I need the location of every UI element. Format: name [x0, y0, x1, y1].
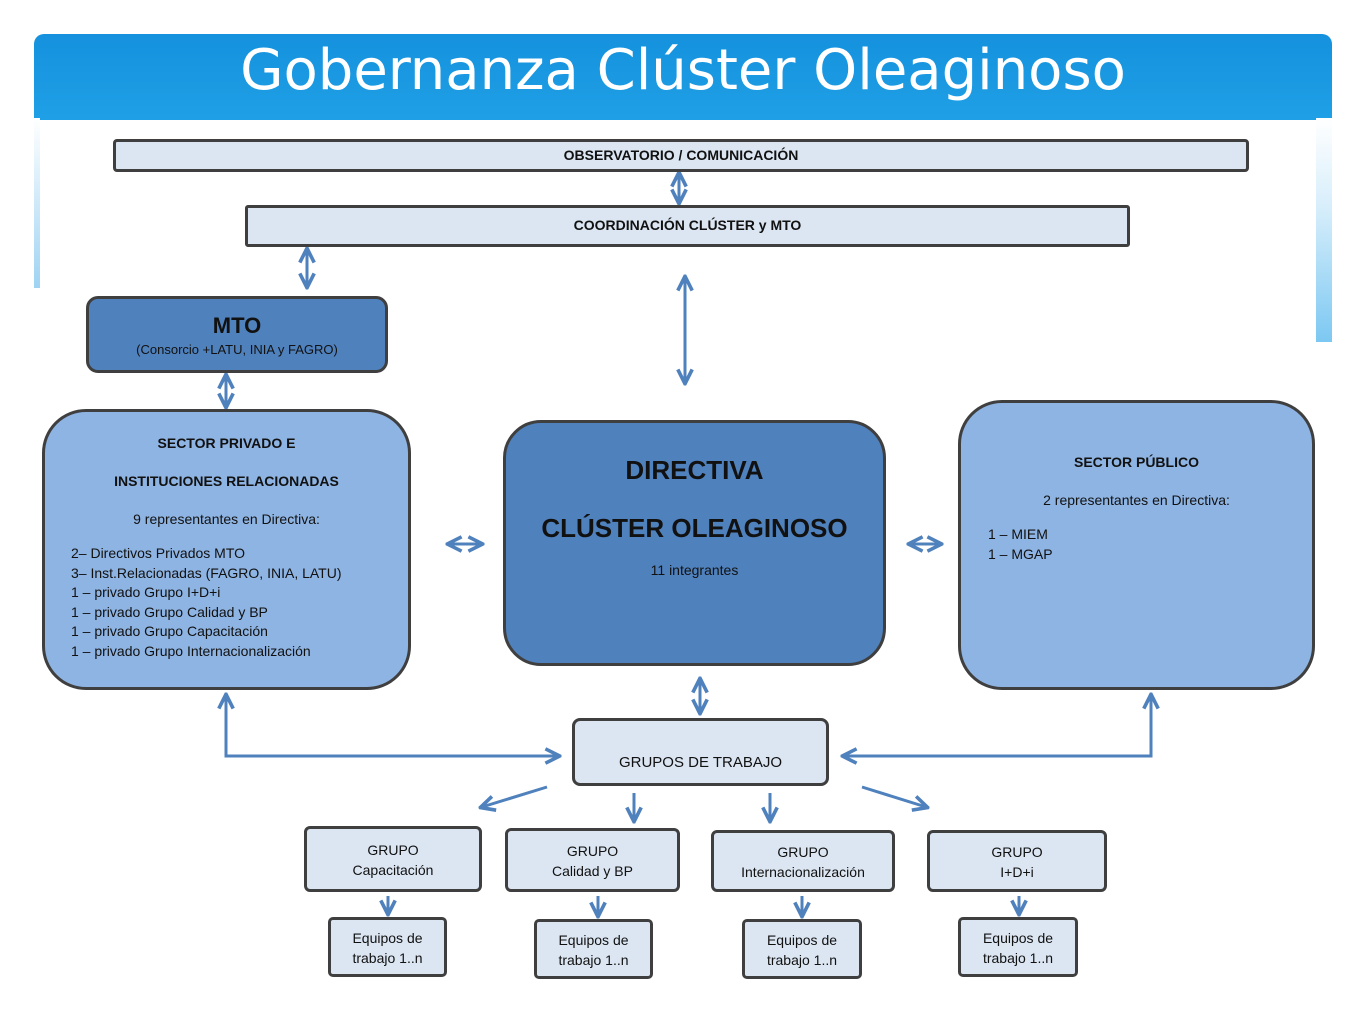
slide-title: Gobernanza Clúster Oleaginoso	[240, 38, 1126, 103]
directiva-subtitle: 11 integrantes	[650, 562, 739, 578]
list-item: 1 – privado Grupo Capacitación	[71, 623, 268, 639]
equipos-label-1: Equipos de	[352, 930, 423, 946]
coordinacion-box: COORDINACIÓN CLÚSTER y MTO	[245, 205, 1130, 247]
equipos-label-2: trabajo 1..n	[352, 950, 423, 966]
mto-box: MTO (Consorcio +LATU, INIA y FAGRO)	[86, 296, 388, 373]
arrow-to-grupo-idi	[861, 785, 926, 807]
sector-privado-title-1: SECTOR PRIVADO E	[157, 435, 296, 451]
grupo-label-1: GRUPO	[367, 842, 419, 858]
grupo-label-1: GRUPO	[566, 843, 619, 859]
grupo-capacitacion-box: GRUPO Capacitación	[304, 826, 482, 892]
equipos-capacitacion-box: Equipos de trabajo 1..n	[328, 917, 447, 977]
equipos-label-1: Equipos de	[558, 932, 629, 948]
sector-privado-title-2: INSTITUCIONES RELACIONADAS	[114, 473, 339, 489]
left-accent-stripe	[34, 118, 40, 288]
coordinacion-label: COORDINACIÓN CLÚSTER y MTO	[573, 217, 802, 233]
list-item: 2– Directivos Privados MTO	[71, 545, 246, 561]
sector-publico-title: SECTOR PÚBLICO	[1074, 454, 1199, 470]
mto-title: MTO	[212, 313, 262, 338]
list-item: 1 – privado Grupo Calidad y BP	[71, 603, 268, 620]
arrow-to-grupo-capacitacion	[482, 785, 548, 807]
sector-privado-subtitle: 9 representantes en Directiva:	[133, 511, 320, 527]
sector-privado-list: 2– Directivos Privados MTO 3– Inst.Relac…	[71, 544, 408, 661]
sector-publico-subtitle: 2 representantes en Directiva:	[1043, 492, 1230, 508]
grupo-label-2: Internacionalización	[741, 864, 865, 880]
list-item: 1 – MGAP	[988, 545, 1053, 562]
arrow-privado-grupos	[226, 696, 558, 756]
directiva-box: DIRECTIVA CLÚSTER OLEAGINOSO 11 integran…	[503, 420, 886, 666]
sector-privado-box: SECTOR PRIVADO E INSTITUCIONES RELACIONA…	[42, 409, 411, 690]
grupos-trabajo-box: GRUPOS DE TRABAJO	[572, 718, 829, 786]
directiva-title-2: CLÚSTER OLEAGINOSO	[541, 513, 848, 543]
equipos-label-2: trabajo 1..n	[982, 950, 1054, 966]
equipos-label-1: Equipos de	[766, 932, 838, 948]
observatorio-label: OBSERVATORIO / COMUNICACIÓN	[563, 147, 799, 163]
title-banner: Gobernanza Clúster Oleaginoso	[34, 34, 1332, 120]
grupo-label-1: GRUPO	[777, 844, 829, 860]
equipos-calidad-box: Equipos de trabajo 1..n	[534, 919, 653, 979]
equipos-label-2: trabajo 1..n	[558, 952, 629, 968]
right-accent-stripe	[1316, 118, 1332, 342]
grupo-idi-box: GRUPO I+D+i	[927, 830, 1107, 892]
grupo-internacionalizacion-box: GRUPO Internacionalización	[711, 830, 895, 892]
grupo-label-1: GRUPO	[991, 844, 1043, 860]
list-item: 1 – privado Grupo I+D+i	[71, 584, 221, 600]
mto-subtitle: (Consorcio +LATU, INIA y FAGRO)	[136, 342, 338, 357]
list-item: 1 – MIEM	[988, 526, 1048, 542]
list-item: 1 – privado Grupo Internacionalización	[71, 642, 311, 659]
grupos-trabajo-label: GRUPOS DE TRABAJO	[618, 754, 783, 771]
grupo-label-2: Calidad y BP	[552, 863, 633, 879]
directiva-title-1: DIRECTIVA	[625, 455, 764, 485]
list-item: 3– Inst.Relacionadas (FAGRO, INIA, LATU)	[71, 564, 342, 581]
sector-publico-box: SECTOR PÚBLICO 2 representantes en Direc…	[958, 400, 1315, 690]
sector-publico-list: 1 – MIEM 1 – MGAP	[988, 525, 1312, 564]
arrow-publico-grupos	[844, 696, 1151, 756]
grupo-label-2: Capacitación	[352, 862, 434, 878]
grupo-calidad-box: GRUPO Calidad y BP	[505, 828, 680, 892]
equipos-internacionalizacion-box: Equipos de trabajo 1..n	[742, 919, 862, 979]
grupo-label-2: I+D+i	[1000, 864, 1034, 880]
equipos-label-2: trabajo 1..n	[766, 952, 838, 968]
equipos-idi-box: Equipos de trabajo 1..n	[958, 917, 1078, 977]
observatorio-box: OBSERVATORIO / COMUNICACIÓN	[113, 139, 1249, 172]
equipos-label-1: Equipos de	[982, 930, 1054, 946]
